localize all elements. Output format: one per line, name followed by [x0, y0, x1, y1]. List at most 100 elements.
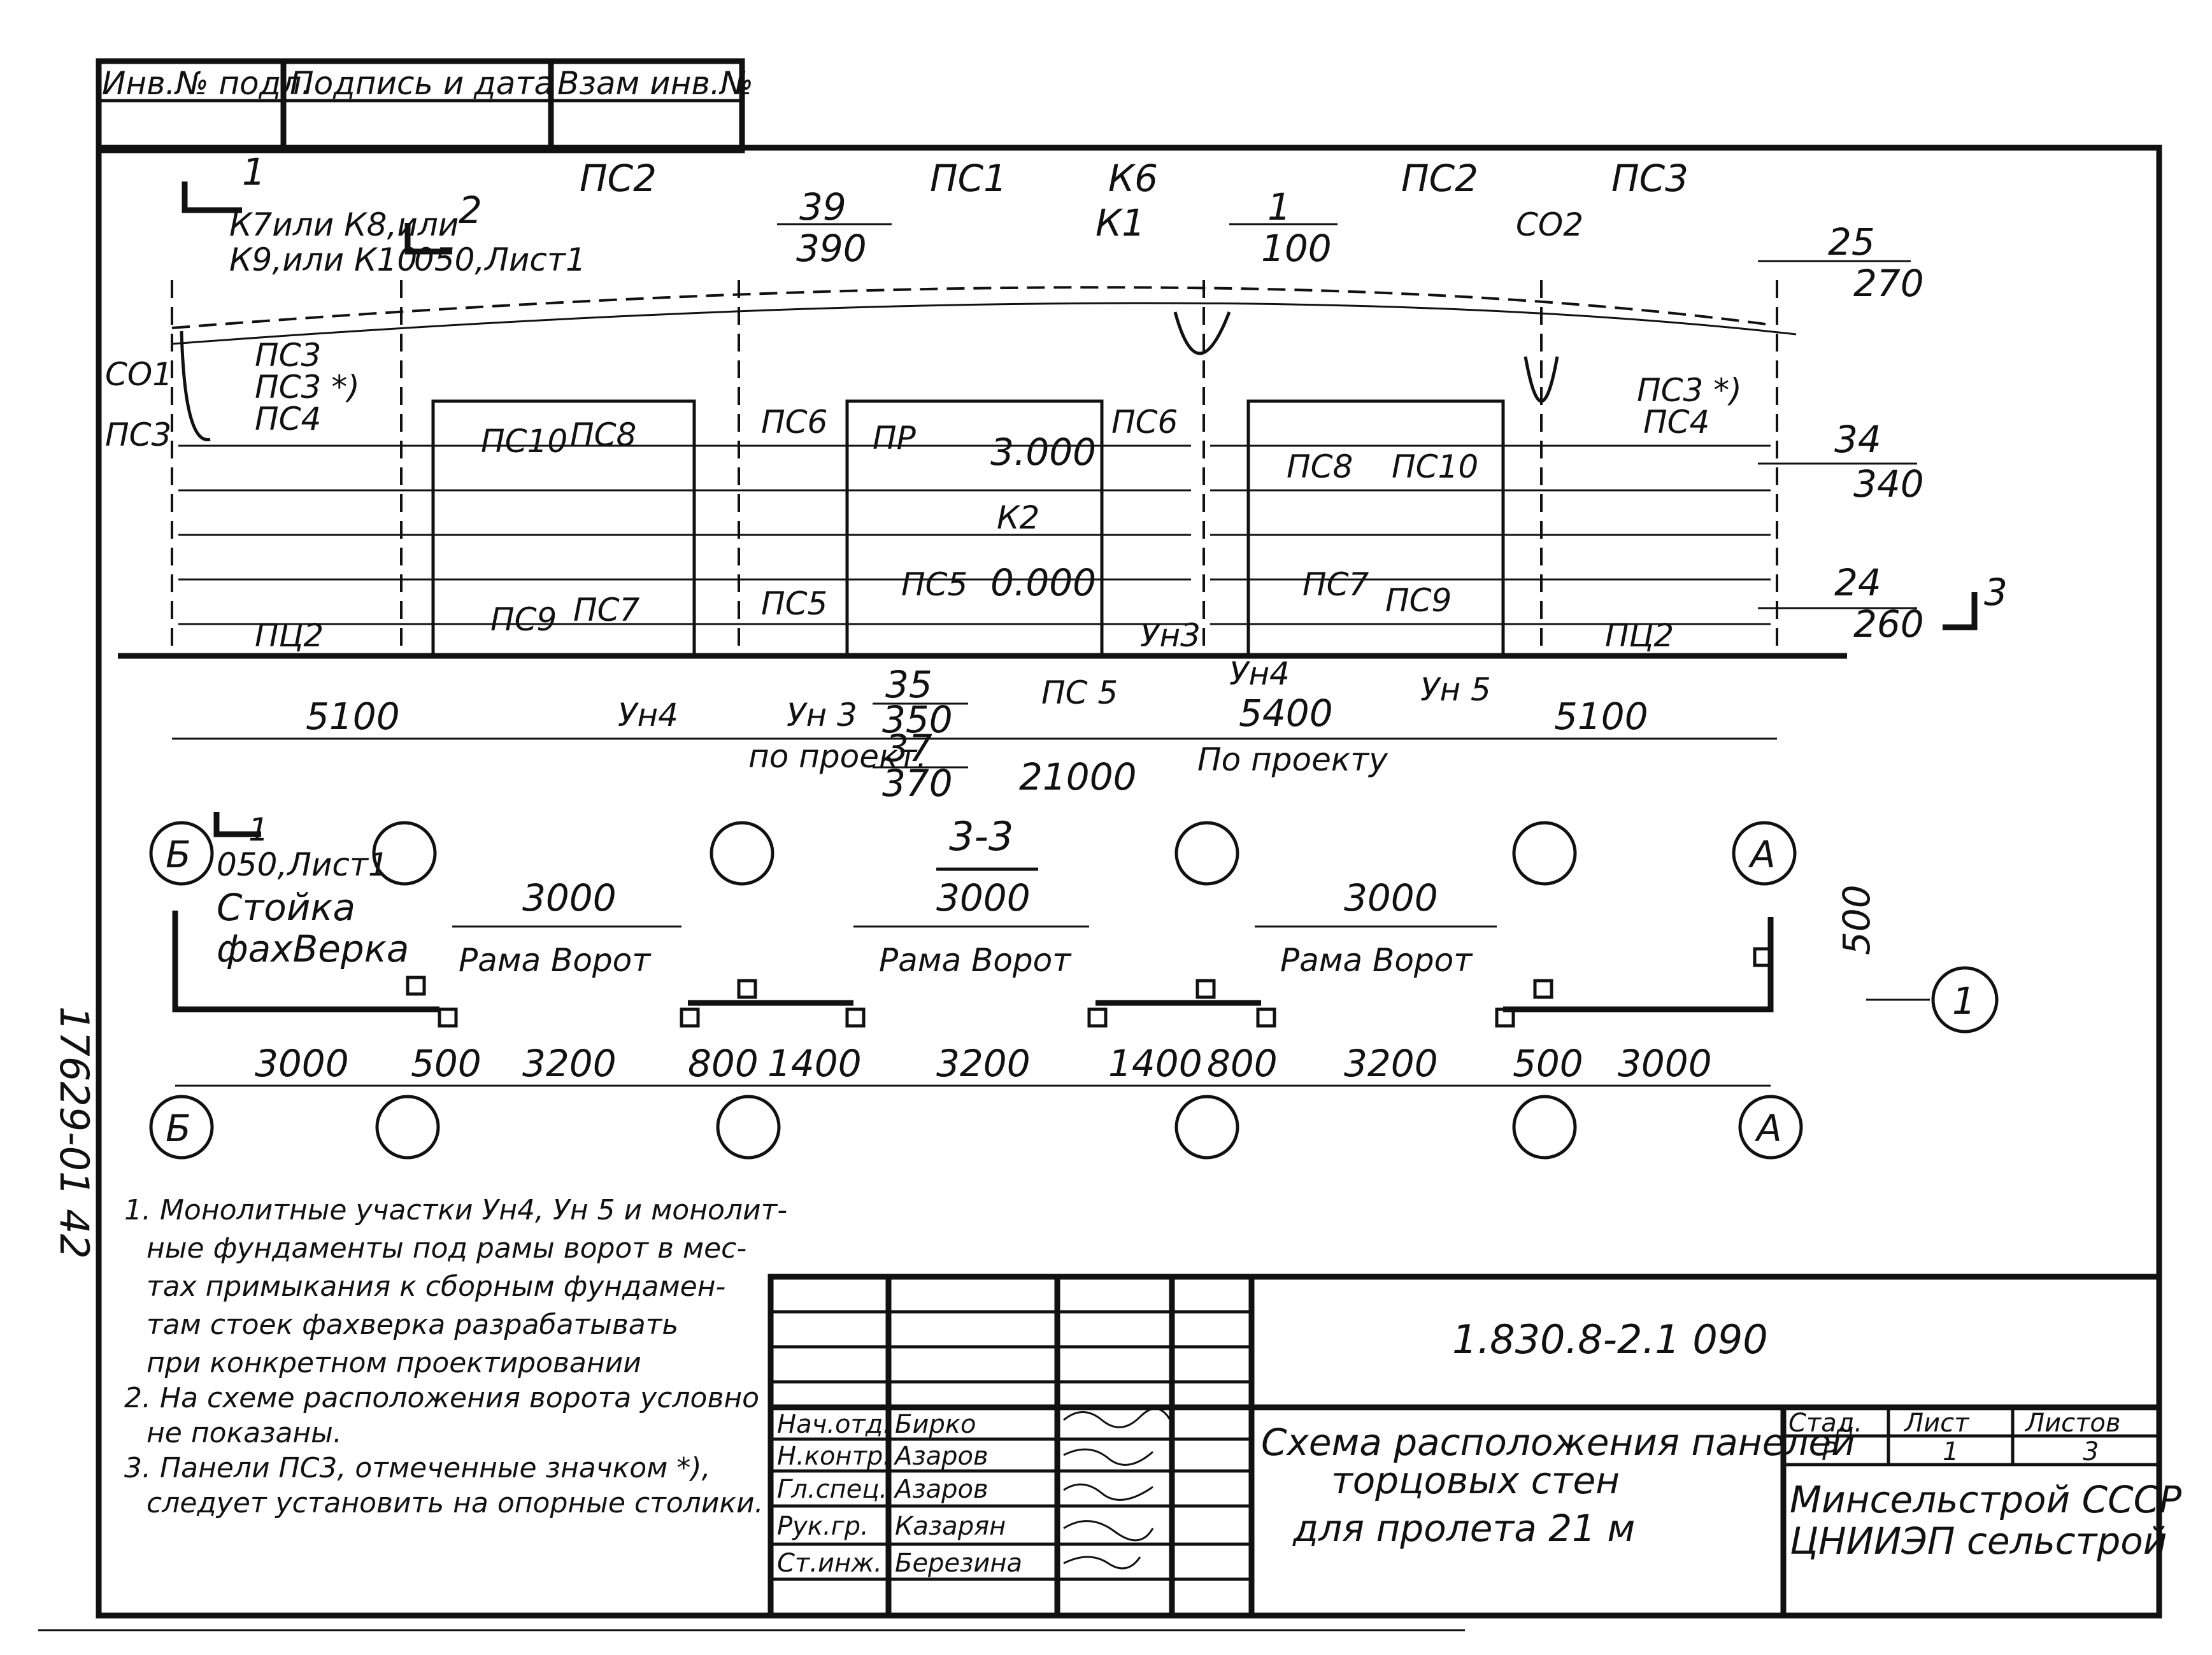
- tb-stage-header: Стад.: [1788, 1409, 1862, 1438]
- mark-390: 390: [796, 227, 867, 270]
- dim-top-3000-a: 3000: [522, 876, 617, 920]
- label-ps2-left: ПС2: [580, 157, 657, 200]
- label-ps10-right: ПС10: [1392, 448, 1478, 485]
- label-ps9-left: ПС9: [490, 601, 557, 638]
- signer-name-5: Березина: [895, 1549, 1022, 1578]
- end-wall-elevation: ПС2 ПС1 ПС2 ПС3 К6 К1 К7или К8,или К9,ил…: [105, 150, 2008, 886]
- dim-top-3000-b: 3000: [936, 876, 1031, 920]
- section-3-3: 3-3 1 050,Лист1 Стойка фахВерка 3000 300…: [149, 811, 1999, 1160]
- column-lines: [171, 280, 1778, 656]
- dim-bottom-3200-b: 3200: [936, 1042, 1031, 1085]
- mark-37: 37: [885, 727, 932, 770]
- dim-5400: 5400: [1239, 692, 1333, 735]
- dim-5100-left: 5100: [306, 695, 400, 738]
- note-line-4: там стоек фахверка разрабатывать: [146, 1309, 678, 1341]
- label-ps9-right: ПС9: [1385, 582, 1452, 619]
- label-pc2-right: ПЦ2: [1605, 617, 1674, 654]
- label-un4-left: Ун4: [618, 697, 678, 734]
- dim-21000: 21000: [1019, 755, 1137, 799]
- mark-34: 34: [1834, 418, 1881, 461]
- label-gate-frame-b: Рама Ворот: [879, 942, 1072, 979]
- note-line-3: тах примыкания к сборным фундамен-: [146, 1270, 725, 1303]
- note-line-5: при конкретном проектировании: [146, 1347, 641, 1379]
- dim-bottom-1400-a: 1400: [767, 1042, 862, 1085]
- signer-name-4: Казарян: [895, 1512, 1006, 1541]
- tb-sheets-header: Листов: [2024, 1409, 2120, 1438]
- title-block: 1.830.8-2.1 090 Схема расположения панел…: [767, 1274, 2181, 1619]
- label-post-1: Стойка: [217, 886, 355, 929]
- general-notes: 1. Монолитные участки Ун4, Ун 5 и моноли…: [124, 1194, 787, 1519]
- label-k2: К2: [997, 499, 1039, 536]
- label-ps3-side: ПС3: [105, 416, 171, 453]
- label-un4-right: Ун4: [1229, 655, 1290, 692]
- drawing-title-1: Схема расположения панелей: [1261, 1421, 1855, 1464]
- signer-name-3: Азаров: [893, 1475, 988, 1504]
- dim-bottom-1400-b: 1400: [1108, 1042, 1202, 1085]
- label-ps4: ПС4: [255, 401, 321, 437]
- mark-1: 1: [1267, 185, 1291, 229]
- approval-stamp-block: Инв.№ подл. Подпись и дата Взам инв.№: [96, 58, 753, 153]
- dim-bottom-500-b: 500: [1513, 1042, 1583, 1085]
- axis-a-elevation: А: [1748, 833, 1776, 876]
- note-line-7: не показаны.: [146, 1417, 342, 1449]
- label-ps5-c: ПС 5: [1041, 674, 1118, 711]
- mark-100: 100: [1261, 227, 1332, 270]
- tb-sheet-header: Лист: [1903, 1409, 1970, 1438]
- label-ps5-a: ПС5: [761, 585, 827, 622]
- label-po-proektu: По проекту: [1197, 741, 1388, 778]
- label-ps5-b: ПС5: [901, 566, 967, 603]
- label-co1: СО1: [105, 356, 173, 393]
- dim-bottom-3000-a: 3000: [255, 1042, 349, 1085]
- drawing-code: 1.830.8-2.1 090: [1452, 1316, 1768, 1363]
- note-line-1: 1. Монолитные участки Ун4, Ун 5 и моноли…: [124, 1194, 787, 1226]
- mark-270: 270: [1853, 262, 1924, 305]
- tb-org-1: Минсельстрой СССР: [1790, 1478, 2181, 1521]
- signer-name-1: Бирко: [895, 1410, 976, 1439]
- label-k-note-2: К9,или К10: [229, 241, 417, 278]
- label-ps4-right: ПС4: [1643, 404, 1709, 441]
- label-co2: СО2: [1516, 206, 1583, 243]
- signer-role-5: Ст.инж.: [777, 1549, 882, 1578]
- dim-bottom-3000-b: 3000: [1618, 1042, 1712, 1085]
- dim-500-vertical: 500: [1835, 884, 1878, 955]
- label-gate-frame-a: Рама Ворот: [459, 942, 652, 979]
- label-k1: К1: [1095, 201, 1145, 245]
- section-mark-1: 1: [242, 150, 266, 194]
- drawing-title-3: для пролета 21 м: [1292, 1507, 1635, 1550]
- label-post-2: фахВерка: [217, 927, 409, 970]
- dim-bottom-800-a: 800: [688, 1042, 759, 1085]
- level-0000: 0.000: [990, 561, 1096, 604]
- dim-bottom-3200-a: 3200: [522, 1042, 617, 1085]
- label-ps3-star: ПС3 *): [255, 369, 360, 406]
- section-ref-sheet: 050,Лист1: [414, 241, 586, 278]
- gate-opening-middle: [845, 399, 1104, 658]
- tb-sheets-value: 3: [2083, 1437, 2099, 1467]
- label-pr: ПР: [873, 420, 917, 457]
- label-k-note-1: К7или К8,или: [229, 206, 459, 243]
- tb-stage-value: Р: [1822, 1437, 1837, 1467]
- axis-b-section: Б: [166, 1107, 191, 1150]
- label-ps7-right: ПС7: [1302, 566, 1369, 603]
- mark-260: 260: [1853, 602, 1924, 646]
- mark-25: 25: [1828, 220, 1875, 264]
- section-title: 3-3: [949, 813, 1013, 860]
- label-ps3-star-right: ПС3 *): [1637, 372, 1742, 409]
- signer-role-3: Гл.спец.: [777, 1475, 887, 1504]
- gate-opening-right: [1246, 399, 1505, 658]
- label-k6: К6: [1108, 157, 1158, 200]
- label-ps3-a: ПС3: [255, 337, 321, 374]
- signer-role-4: Рук.гр.: [777, 1512, 869, 1541]
- label-ps8-left: ПС8: [570, 416, 636, 453]
- dim-bottom-3200-c: 3200: [1344, 1042, 1438, 1085]
- stamp-col-replace: Взам инв.№: [557, 65, 753, 102]
- label-un5: Ун 5: [1420, 671, 1491, 708]
- note-line-6: 2. На схеме расположения ворота условно: [124, 1382, 759, 1414]
- dim-bottom-500-a: 500: [411, 1042, 482, 1085]
- section-ref-1: 1: [248, 811, 269, 848]
- mark-39: 39: [799, 185, 846, 229]
- note-line-2: ные фундаменты под рамы ворот в мес-: [146, 1232, 746, 1265]
- section-ref-sheet-1: 050,Лист1: [217, 846, 389, 883]
- label-un3-a: Ун 3: [787, 697, 857, 734]
- label-ps3-top: ПС3: [1611, 157, 1688, 200]
